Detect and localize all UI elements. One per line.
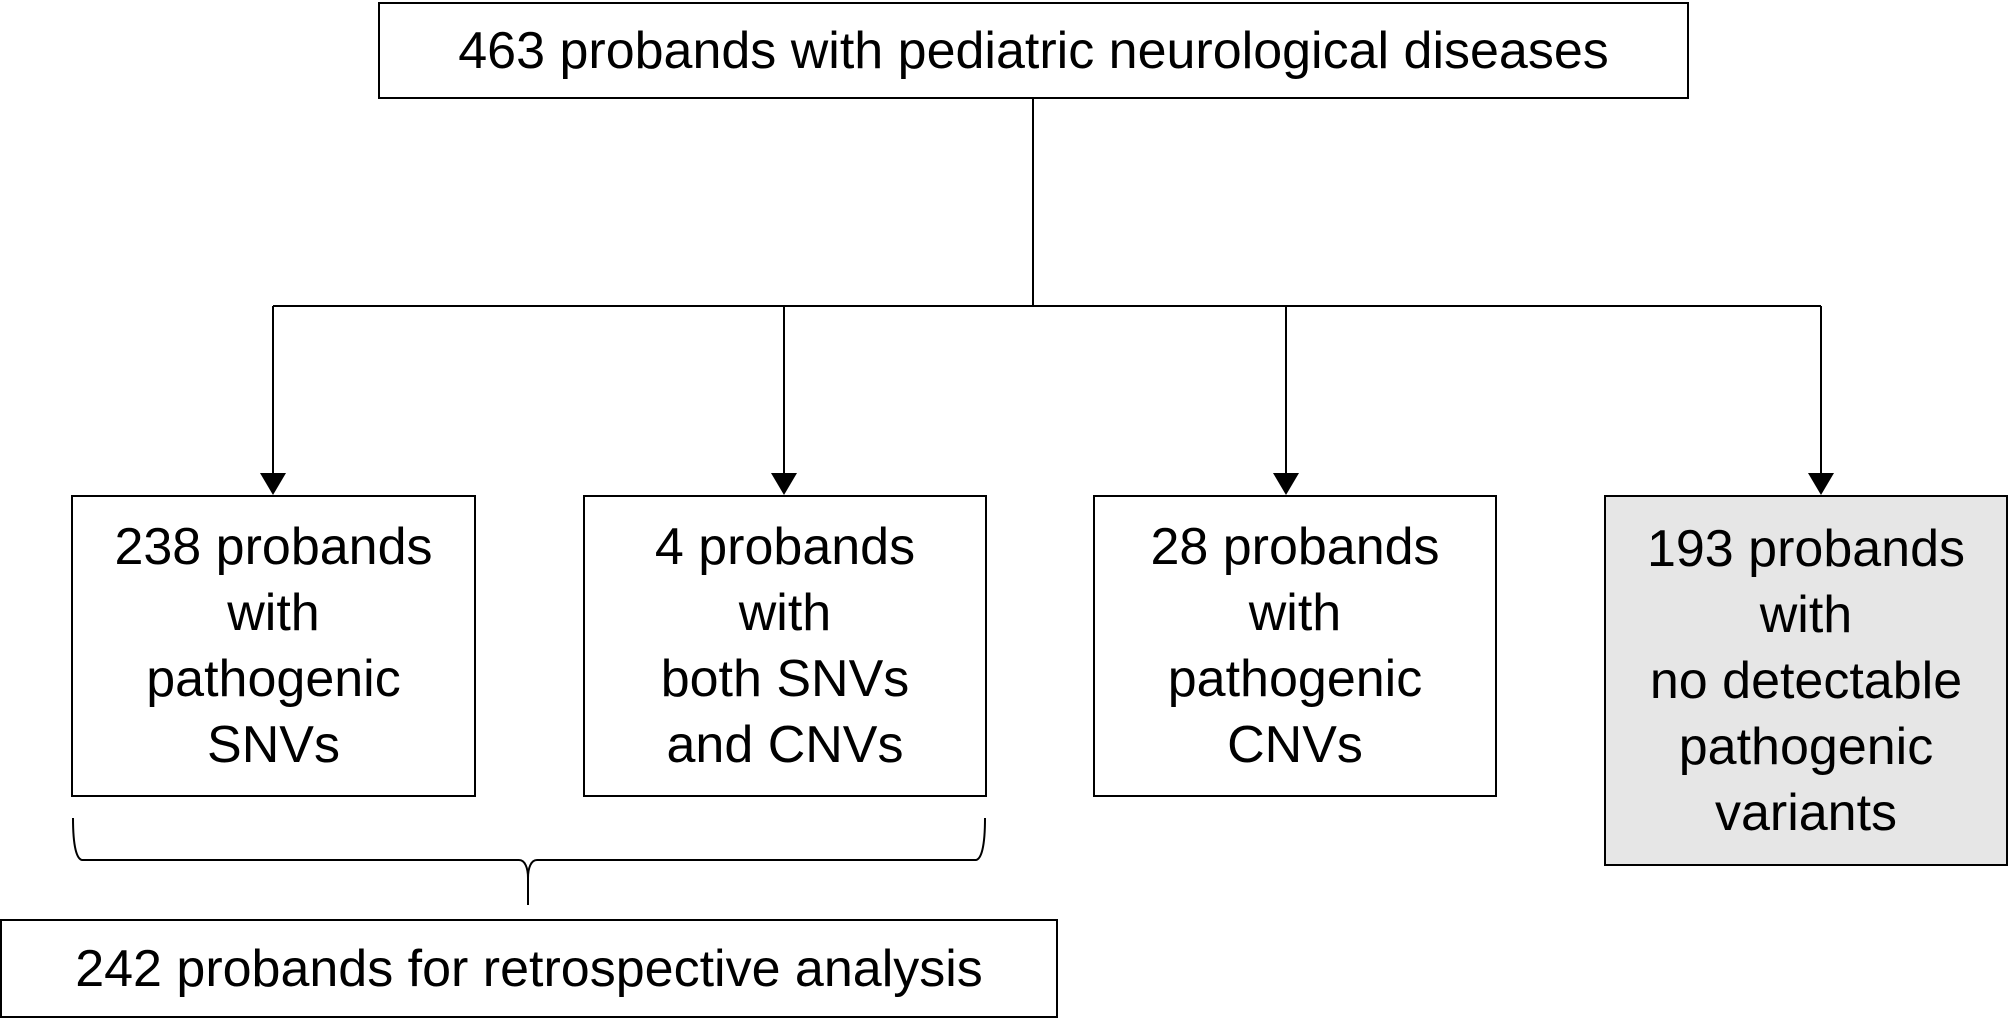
pathogenic-cnvs-box: 28 probands with pathogenic CNVs	[1093, 495, 1497, 797]
arrowhead-none	[1808, 473, 1834, 495]
arrowhead-both	[771, 473, 797, 495]
arrowhead-cnv	[1273, 473, 1299, 495]
grouping-brace	[72, 817, 986, 905]
retrospective-analysis-label: 242 probands for retrospective analysis	[75, 939, 983, 998]
retrospective-analysis-box: 242 probands for retrospective analysis	[0, 919, 1058, 1018]
both-snvs-cnvs-label: 4 probands with both SNVs and CNVs	[654, 518, 916, 774]
pathogenic-snvs-box: 238 probands with pathogenic SNVs	[71, 495, 476, 797]
root-label: 463 probands with pediatric neurological…	[458, 21, 1609, 80]
pathogenic-snvs-label: 238 probands with pathogenic SNVs	[114, 518, 433, 774]
pathogenic-cnvs-label: 28 probands with pathogenic CNVs	[1150, 518, 1440, 774]
no-variants-box: 193 probands with no detectable pathogen…	[1604, 495, 2008, 866]
arrowhead-snv	[260, 473, 286, 495]
root-box: 463 probands with pediatric neurological…	[378, 2, 1689, 99]
both-snvs-cnvs-box: 4 probands with both SNVs and CNVs	[583, 495, 987, 797]
no-variants-label: 193 probands with no detectable pathogen…	[1646, 519, 1966, 842]
